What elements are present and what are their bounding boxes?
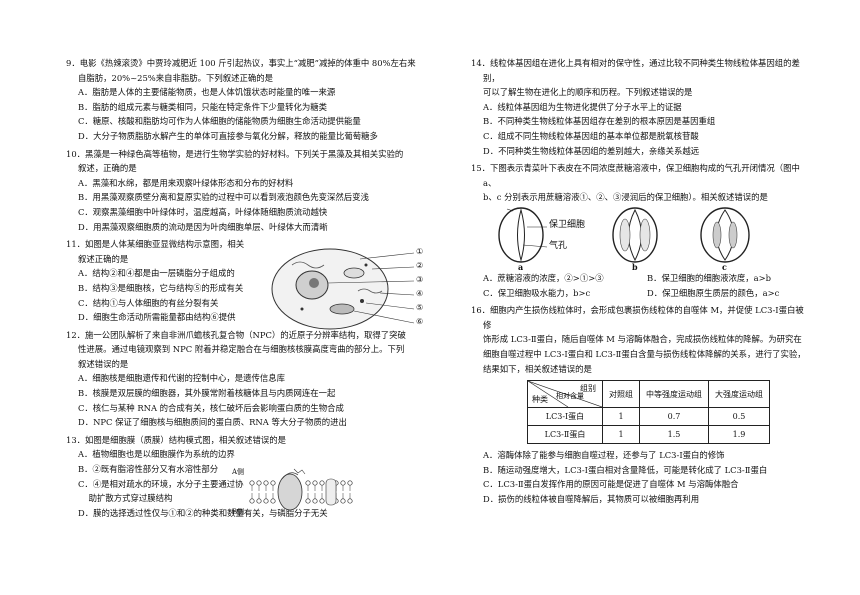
q15-option-d: D．保卫细胞原生质层的颜色，a>c xyxy=(647,287,780,298)
cell-label-4: ④ xyxy=(416,289,424,298)
cell-label-6: ⑥ xyxy=(416,317,424,326)
q9-option-c: C．糖原、核酸和脂肪均可作为人体细胞的储能物质为细胞生命活动提供能量 xyxy=(78,116,361,127)
q11-option-a: A．结构②和④都是由一层磷脂分子组成的 xyxy=(78,268,235,279)
q12-option-c: C．核仁与某种 RNA 的合成有关，核仁破坏后会影响蛋白质的生物合成 xyxy=(78,402,344,413)
q10-stem: 10．黑藻是一种绿色高等植物，是进行生物学实验的好材料。下列关于黑藻及其相关实验… xyxy=(66,148,404,174)
col-control: 对照组 xyxy=(602,380,640,409)
q10-option-b: B．用黑藻观察质壁分离和复原实验的过程中可以看到液泡颜色先变深然后变浅 xyxy=(78,192,369,203)
right-column: 14．线粒体基因组在进化上具有相对的保守性，通过比较不同种类生物线粒体基因组的差… xyxy=(471,56,811,506)
cell-label-5: ⑤ xyxy=(416,303,424,312)
col-moderate: 中等强度运动组 xyxy=(639,380,709,409)
q13-stem: 13．如图是细胞膜（质膜）结构模式图，相关叙述错误的是 xyxy=(66,434,287,445)
table-cell: 0.5 xyxy=(708,407,770,427)
q15-option-b: B．保卫细胞的细胞液浓度，a>b xyxy=(647,272,772,283)
question-12: 12．施一公团队解析了来自非洲爪蟾核孔复合物（NPC）的近原子分辨率结构，取得了… xyxy=(66,328,446,430)
q9-stem: 9．电影《热辣滚烫》中贾玲减肥近 100 斤引起热议，事实上“减肥”减掉的体重中… xyxy=(66,58,416,83)
question-15: 15．下图表示青菜叶下表皮在不同浓度蔗糖溶液中，保卫细胞构成的气孔开闭情况（图中… xyxy=(471,161,811,300)
q13-option-b: B．②既有脂溶性部分又有水溶性部分 xyxy=(78,464,219,475)
q14-option-b: B．不同种类生物线粒体基因组存在差别的根本原因是基因重组 xyxy=(483,116,716,127)
cell-diagram: ① ② ③ ④ ⑤ ⑥ xyxy=(262,243,432,335)
q14-option-d: D．不同种类生物线粒体基因组的差别越大，亲缘关系越远 xyxy=(483,145,700,156)
row-name: LC3-Ⅱ蛋白 xyxy=(527,425,603,445)
q11-option-b: B．结构③是细胞核，它与结构⑤的形成有关 xyxy=(78,282,244,293)
q12-stem: 12．施一公团队解析了来自非洲爪蟾核孔复合物（NPC）的近原子分辨率结构，取得了… xyxy=(66,329,406,369)
question-9: 9．电影《热辣滚烫》中贾玲减肥近 100 斤引起热议，事实上“减肥”减掉的体重中… xyxy=(66,56,446,144)
q12-option-b: B．核膜是双层膜的细胞器，其外膜常附着核糖体且与内质网连在一起 xyxy=(78,388,336,399)
hdr-group: 组别 xyxy=(580,384,596,394)
table-cell: 1 xyxy=(602,407,640,427)
membrane-side-b: B侧 xyxy=(232,508,245,516)
fig-label-c: c xyxy=(722,261,727,272)
table-cell: 1.9 xyxy=(708,425,770,445)
q11-option-c: C．结构①与人体细胞的有丝分裂有关 xyxy=(78,297,219,308)
q16-option-d: D．损伤的线粒体被自噬降解后，其物质可以被细胞再利用 xyxy=(483,493,700,504)
cell-label-2: ② xyxy=(416,261,424,270)
membrane-diagram: A侧 B侧 xyxy=(232,467,358,517)
q15-options-row-2: C．保卫细胞吸水能力，b>c D．保卫细胞原生质层的颜色，a>c xyxy=(483,286,811,301)
q16-option-a: A．溶酶体除了能参与细胞自噬过程，还参与了 LC3-Ⅰ蛋白的修饰 xyxy=(483,450,725,461)
guard-cell-label: 保卫细胞 xyxy=(549,219,586,230)
cell-label-1: ① xyxy=(416,247,424,256)
left-column: 9．电影《热辣滚烫》中贾玲减肥近 100 斤引起热议，事实上“减肥”减掉的体重中… xyxy=(66,56,446,520)
q13-option-d: D．膜的选择透过性仅与①和②的种类和数量有关，与磷脂分子无关 xyxy=(78,507,328,518)
stomata-figure: 保卫细胞 气孔 a b c xyxy=(485,205,811,272)
question-13: 13．如图是细胞膜（质膜）结构模式图，相关叙述错误的是 A．植物细胞也是以细胞膜… xyxy=(66,433,446,521)
q14-option-a: A．线粒体基因组为生物进化提供了分子水平上的证据 xyxy=(483,101,682,112)
q12-option-a: A．细胞核是细胞遗传和代谢的控制中心，是遗传信息库 xyxy=(78,373,286,384)
col-intense: 大强度运动组 xyxy=(708,380,770,409)
q16-stem: 16．细胞内产生损伤线粒体时，会形成包裹损伤线粒体的自噬体 M，并促使 LC3-… xyxy=(471,305,806,374)
question-10: 10．黑藻是一种绿色高等植物，是进行生物学实验的好材料。下列关于黑藻及其相关实验… xyxy=(66,147,446,235)
q15-options-row-1: A．蔗糖溶液的浓度，②>①>③ B．保卫细胞的细胞液浓度，a>b xyxy=(483,271,811,286)
q15-stem: 15．下图表示青菜叶下表皮在不同浓度蔗糖溶液中，保卫细胞构成的气孔开闭情况（图中… xyxy=(471,163,800,203)
q14-option-c: C．组成不同生物线粒体基因组的基本单位都是脱氧核苷酸 xyxy=(483,130,699,141)
q11-option-d: D．细胞生命活动所需能量都由结构⑥提供 xyxy=(78,312,236,323)
table-cell: 0.7 xyxy=(639,407,709,427)
lc3-results-table: 组别 相对含量 种类 对照组 中等强度运动组 大强度运动组 LC3-Ⅰ蛋白 1 … xyxy=(527,380,770,445)
q10-option-c: C．观察黑藻细胞中叶绿体时，温度越高，叶绿体随细胞质流动越快 xyxy=(78,206,328,217)
q10-option-d: D．用黑藻观察细胞质的流动是因为叶肉细胞单层、叶绿体大而清晰 xyxy=(78,221,328,232)
row-name: LC3-Ⅰ蛋白 xyxy=(527,407,603,427)
table-header-row: 组别 相对含量 种类 对照组 中等强度运动组 大强度运动组 xyxy=(527,380,770,409)
q9-option-b: B．脂肪的组成元素与糖类相同，只能在特定条件下少量转化为糖类 xyxy=(78,101,328,112)
membrane-side-a: A侧 xyxy=(232,468,245,476)
table-cell: 1 xyxy=(602,425,640,445)
cell-label-3: ③ xyxy=(416,275,424,284)
q15-option-a: A．蔗糖溶液的浓度，②>①>③ xyxy=(483,272,604,283)
hdr-amount: 相对含量 xyxy=(556,392,584,401)
q13-option-a: A．植物细胞也是以细胞膜作为系统的边界 xyxy=(78,449,235,460)
question-11: 11．如图是人体某细胞亚显微结构示意图，相关叙述正确的是 A．结构②和④都是由一… xyxy=(66,237,446,325)
table-corner-cell: 组别 相对含量 种类 xyxy=(527,380,603,409)
stoma-label: 气孔 xyxy=(549,240,568,251)
question-14: 14．线粒体基因组在进化上具有相对的保守性，通过比较不同种类生物线粒体基因组的差… xyxy=(471,56,811,158)
fig-label-a: a xyxy=(518,261,524,272)
q13-option-c: C．④是相对疏水的环境，水分子主要通过协 助扩散方式穿过膜结构 xyxy=(78,478,244,504)
hdr-kind: 种类 xyxy=(532,395,548,405)
question-16: 16．细胞内产生损伤线粒体时，会形成包裹损伤线粒体的自噬体 M，并促使 LC3-… xyxy=(471,303,811,506)
q16-option-b: B．随运动强度增大，LC3-Ⅰ蛋白相对含量降低，可能是转化成了 LC3-Ⅱ蛋白 xyxy=(483,464,768,475)
q10-option-a: A．黑藻和水绵，都是用来观察叶绿体形态和分布的好材料 xyxy=(78,177,294,188)
q9-option-a: A．脂肪是人体的主要储能物质，也是人体饥饿状态时能量的唯一来源 xyxy=(78,87,336,98)
q12-option-d: D．NPC 保证了细胞核与细胞质间的蛋白质、RNA 等大分子物质的进出 xyxy=(78,417,347,428)
q14-stem: 14．线粒体基因组在进化上具有相对的保守性，通过比较不同种类生物线粒体基因组的差… xyxy=(471,58,800,98)
q15-option-c: C．保卫细胞吸水能力，b>c xyxy=(483,287,591,298)
table-cell: 1.5 xyxy=(639,425,709,445)
q11-stem: 11．如图是人体某细胞亚显微结构示意图，相关叙述正确的是 xyxy=(66,239,245,264)
q16-option-c: C．LC3-Ⅱ蛋白发挥作用的原因可能是促进了自噬体 M 与溶酶体融合 xyxy=(483,479,739,490)
table-row: LC3-Ⅰ蛋白 1 0.7 0.5 xyxy=(527,407,770,427)
q9-option-d: D．大分子物质脂肪水解产生的单体可直接参与氧化分解，释放的能量比葡萄糖多 xyxy=(78,130,378,141)
table-row: LC3-Ⅱ蛋白 1 1.5 1.9 xyxy=(527,425,770,445)
fig-label-b: b xyxy=(632,261,638,272)
